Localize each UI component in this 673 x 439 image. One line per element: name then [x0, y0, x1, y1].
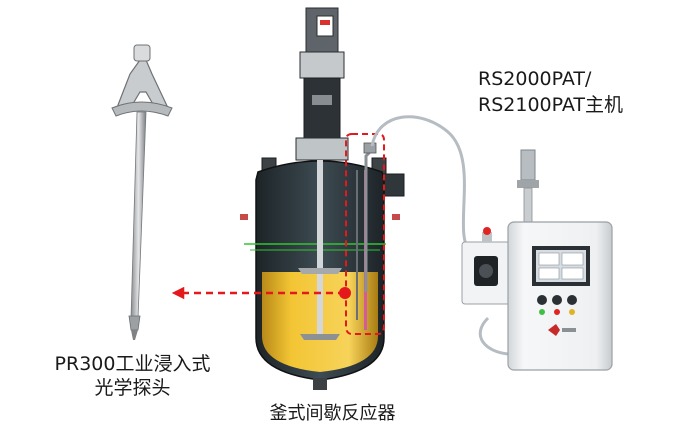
top-port-neck	[517, 180, 539, 188]
agitator-blade-lower	[300, 334, 340, 340]
probe-flange	[111, 101, 173, 117]
motor-plate	[316, 15, 334, 37]
reactor-label: 釜式间歇反应器	[269, 403, 396, 424]
probe-highlight	[345, 133, 385, 335]
agitator-blade	[298, 268, 342, 274]
inserted-probe-head	[363, 142, 377, 154]
probe-tip	[128, 315, 141, 331]
bottom-valve	[313, 378, 327, 390]
host-instrument	[461, 149, 613, 371]
button-4	[539, 309, 545, 315]
side-module-lens	[479, 264, 493, 278]
screen-panel-d	[561, 267, 584, 280]
seal-box	[295, 137, 349, 161]
beacon-icon	[483, 227, 491, 235]
button-3	[567, 295, 577, 305]
screen-panel-a	[538, 252, 560, 266]
side-lug-left	[240, 214, 248, 220]
probe-image	[111, 44, 173, 340]
side-box	[381, 173, 405, 197]
probe-shaft	[130, 111, 147, 319]
host-label-line2: RS2100PAT主机	[478, 94, 623, 116]
button-5	[554, 309, 560, 315]
agitator-shaft	[317, 160, 323, 336]
host-label: RS2000PAT/ RS2100PAT主机	[478, 66, 623, 118]
drive-shaft-housing	[303, 77, 341, 139]
probe-label: PR300工业浸入式 光学探头	[20, 352, 245, 400]
fiber-cable	[370, 115, 472, 254]
brand-logo-text	[562, 328, 576, 332]
dip-tube-2	[356, 170, 358, 320]
probe-label-line2: 光学探头	[94, 377, 171, 399]
probe-cap	[133, 44, 151, 62]
host-label-line1: RS2000PAT/	[478, 68, 592, 90]
arrow-origin-dot	[339, 287, 351, 299]
fiber-cable-2	[478, 316, 509, 356]
probe-label-line1: PR300工业浸入式	[54, 353, 211, 375]
brand-logo-icon	[548, 324, 560, 336]
top-port-stem	[523, 187, 533, 223]
screen-panel-b	[561, 252, 584, 266]
coupling	[312, 95, 332, 105]
button-2	[552, 295, 562, 305]
top-port	[520, 149, 536, 181]
motor-badge	[320, 20, 330, 25]
button-6	[569, 309, 575, 315]
button-1	[537, 295, 547, 305]
screen-panel-c	[538, 267, 560, 280]
probe-tip-end	[131, 330, 138, 340]
reactor-vessel	[240, 7, 405, 390]
side-lug-right	[392, 214, 400, 220]
gearbox	[299, 51, 345, 79]
beacon-base	[482, 232, 492, 242]
